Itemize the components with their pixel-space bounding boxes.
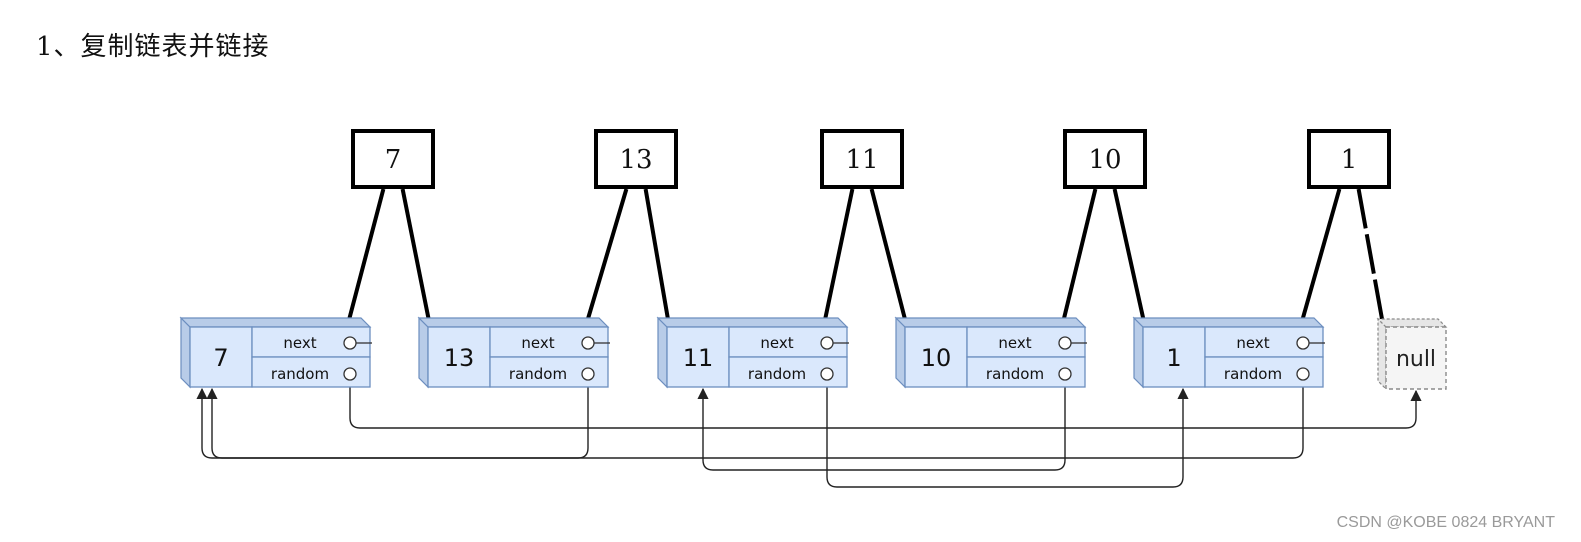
- copied-node-box: [1063, 129, 1147, 189]
- copy-in-link: [819, 188, 855, 340]
- list-node: 13 next random: [417, 316, 610, 389]
- page-heading: 1、复制链表并链接: [36, 32, 270, 62]
- copied-node-value: 10: [1088, 145, 1121, 175]
- random-pointer-arrow: [196, 380, 1304, 459]
- node-side-face: [895, 316, 906, 389]
- copied-node: 10: [1057, 129, 1148, 340]
- copied-node-box: [594, 129, 678, 189]
- null-side-face: [1377, 317, 1387, 391]
- random-pointer-dot: [581, 367, 595, 381]
- list-node: 11 next random: [656, 316, 849, 389]
- node-value-cell: [904, 326, 968, 388]
- copy-out-link: [400, 188, 433, 332]
- node-value: 10: [921, 344, 952, 372]
- null-label: null: [1396, 347, 1436, 372]
- node-top-face: [656, 317, 849, 328]
- random-label: random: [1224, 365, 1282, 383]
- copied-node: 13: [580, 129, 678, 340]
- copy-node-layer: 7 13 11 10 1: [342, 129, 1391, 340]
- node-side-face: [418, 316, 429, 389]
- random-label: random: [748, 365, 806, 383]
- copied-node-box: [351, 129, 435, 189]
- copy-out-link: [643, 188, 672, 332]
- copied-node-box: [1307, 129, 1391, 189]
- node-value-cell: [189, 326, 253, 388]
- next-pointer-dot: [1058, 336, 1072, 350]
- list-node: 10 next random: [894, 316, 1087, 389]
- node-value-cell: [666, 326, 730, 388]
- list-node: 1 next random: [1132, 316, 1325, 389]
- copied-node: 7: [342, 129, 435, 340]
- copy-in-link: [580, 188, 629, 340]
- copied-node-value: 13: [619, 145, 652, 175]
- next-pointer-dot: [581, 336, 595, 350]
- node-value-cell: [1142, 326, 1206, 388]
- node-value-cell: [427, 326, 491, 388]
- node-top-face: [1132, 317, 1325, 328]
- null-node: null: [1376, 317, 1448, 391]
- node-value: 1: [1166, 344, 1181, 372]
- copy-out-link: [1356, 188, 1384, 320]
- next-pointer-dot: [1296, 336, 1310, 350]
- random-pointer-arrow: [826, 380, 1189, 488]
- copied-node: 1: [1295, 129, 1391, 340]
- random-label: random: [509, 365, 567, 383]
- node-value: 11: [683, 344, 714, 372]
- random-pointer-dot: [820, 367, 834, 381]
- copied-node-value: 1: [1341, 145, 1358, 175]
- random-pointer-dot: [343, 367, 357, 381]
- copied-node-box: [820, 129, 904, 189]
- copy-in-link: [342, 188, 386, 340]
- next-label: next: [760, 334, 793, 352]
- null-box: [1385, 326, 1447, 390]
- next-label: next: [283, 334, 316, 352]
- copy-out-link: [1112, 188, 1148, 332]
- next-label: next: [1236, 334, 1269, 352]
- copy-in-link: [1295, 188, 1342, 340]
- random-pointer-arrow: [206, 380, 589, 459]
- next-label: next: [998, 334, 1031, 352]
- list-node: 7 next random: [179, 316, 372, 389]
- random-pointer-layer: [196, 380, 1422, 488]
- next-pointer-dot: [820, 336, 834, 350]
- node-side-face: [1133, 316, 1144, 389]
- node-top-face: [894, 317, 1087, 328]
- copied-node: 11: [819, 129, 910, 340]
- node-value: 7: [213, 344, 228, 372]
- random-pointer-dot: [1296, 367, 1310, 381]
- random-pointer-dot: [1058, 367, 1072, 381]
- original-node-layer: 7 next random 13 next random 11 next random 10 nex…: [179, 316, 1448, 391]
- copied-node-value: 11: [845, 145, 878, 175]
- node-side-face: [657, 316, 668, 389]
- node-top-face: [179, 317, 372, 328]
- node-side-face: [180, 316, 191, 389]
- copied-node-value: 7: [385, 145, 402, 175]
- copy-in-link: [1057, 188, 1098, 340]
- next-label: next: [521, 334, 554, 352]
- node-value: 13: [444, 344, 475, 372]
- null-top-face: [1376, 318, 1448, 328]
- copy-out-link: [869, 188, 910, 332]
- random-pointer-arrow: [697, 380, 1066, 471]
- watermark: CSDN @KOBE 0824 BRYANT: [1336, 514, 1555, 531]
- random-label: random: [271, 365, 329, 383]
- node-top-face: [417, 317, 610, 328]
- next-pointer-dot: [343, 336, 357, 350]
- random-label: random: [986, 365, 1044, 383]
- random-pointer-arrow: [349, 380, 1422, 429]
